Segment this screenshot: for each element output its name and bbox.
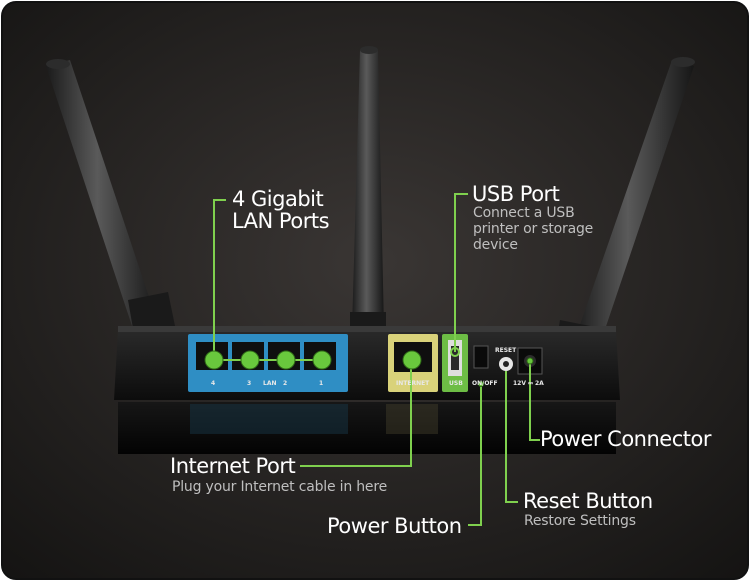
power-button-hardware [473,345,489,369]
lan-callout-line [213,199,226,355]
usb-port-desc-line1: Connect a USB [473,205,575,221]
lan-ports-title-line1: 4 Gigabit [232,187,324,211]
usb-callout-line [454,193,468,352]
lan-port-4-marker [204,350,224,370]
internet-port-marker [402,350,422,370]
lan-number-3: 3 [247,380,252,387]
lan-port-panel [188,334,348,392]
power-connector-callout-line [529,361,540,441]
power-connector-marker [526,357,534,365]
power-connector-title: Power Connector [540,427,711,451]
reset-callout-line [505,371,518,503]
reset-button-hardware [499,357,513,371]
lan-port-2-marker [276,350,296,370]
power-button-callout-line [468,384,482,526]
internet-callout-line [300,357,412,467]
usb-port-desc-line2: printer or storage [473,221,594,237]
internet-port-desc: Plug your Internet cable in here [172,479,387,495]
usb-port-marker [450,347,460,357]
lan-port-1-marker [312,350,332,370]
usb-text: USB [449,380,463,387]
lan-number-2: 2 [283,380,288,387]
power-rating-text: 12V ⎓ 2A [513,380,544,387]
internet-port-title: Internet Port [170,454,296,478]
power-button-title: Power Button [327,514,462,538]
router-body [114,326,620,454]
callout-lines [213,193,540,526]
usb-port-desc-line3: device [473,237,518,253]
power-button-marker [478,381,484,387]
on-off-text: ON/OFF [472,380,498,387]
lan-text: LAN [263,380,277,387]
internet-text: INTERNET [396,380,430,387]
lan-port-3-marker [240,350,260,370]
reset-button-title: Reset Button [523,489,653,513]
lan-ports-title-line2: LAN Ports [232,209,330,233]
reset-button-desc: Restore Settings [524,513,636,529]
lan-number-1: 1 [319,380,324,387]
lan-number-4: 4 [211,380,216,387]
usb-port-title: USB Port [472,182,560,206]
reset-text: RESET [495,347,517,354]
callout-markers [204,347,534,387]
